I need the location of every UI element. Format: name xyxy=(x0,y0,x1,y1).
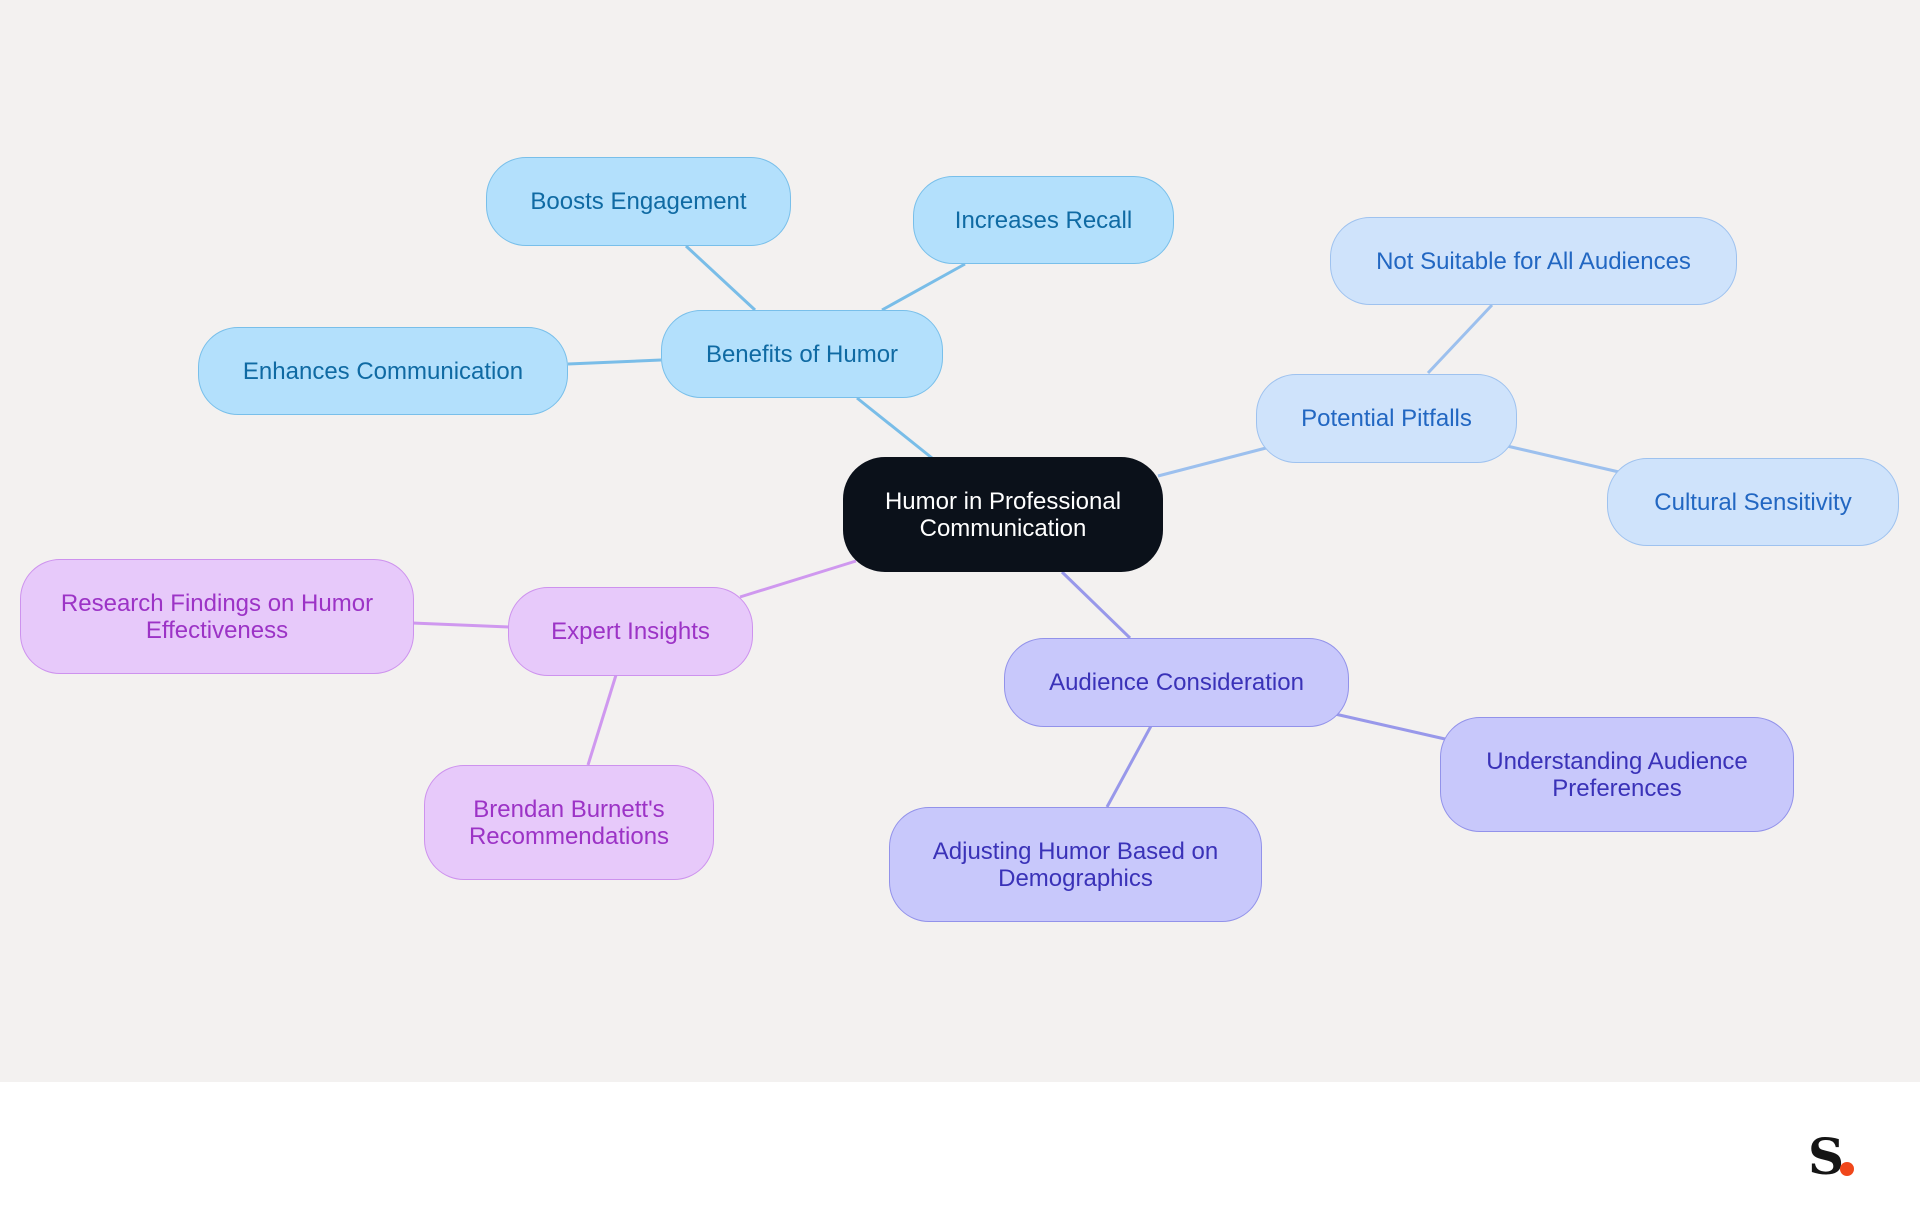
edge-pitfalls-notsuitable xyxy=(1426,303,1494,375)
branch-label: Audience Consideration xyxy=(1049,669,1304,696)
root-node-label: Humor in Professional Communication xyxy=(884,487,1122,542)
mindmap-edges xyxy=(411,244,1620,808)
leaf-node-boosts-engagement[interactable]: Boosts Engagement xyxy=(486,157,791,246)
edge-expert-research xyxy=(411,621,510,629)
branch-label: Potential Pitfalls xyxy=(1301,405,1472,432)
leaf-node-demographics[interactable]: Adjusting Humor Based on Demographics xyxy=(889,807,1262,922)
mindmap-canvas: Humor in Professional Communication Bene… xyxy=(0,0,1920,1082)
leaf-label: Research Findings on Humor Effectiveness xyxy=(60,589,374,644)
edge-root-benefits xyxy=(856,396,933,460)
edge-audience-demographics xyxy=(1105,725,1153,808)
leaf-label: Cultural Sensitivity xyxy=(1654,488,1852,516)
edge-benefits-recall xyxy=(881,262,966,312)
root-node[interactable]: Humor in Professional Communication xyxy=(843,457,1163,572)
logo-letter: S xyxy=(1808,1127,1845,1186)
logo-dot xyxy=(1840,1162,1854,1176)
leaf-node-enhances-communication[interactable]: Enhances Communication xyxy=(198,327,568,415)
leaf-node-research-findings[interactable]: Research Findings on Humor Effectiveness xyxy=(20,559,414,674)
leaf-label: Understanding Audience Preferences xyxy=(1486,747,1748,802)
edge-expert-burnett xyxy=(586,674,618,766)
leaf-label: Enhances Communication xyxy=(242,357,524,385)
leaf-node-burnett-recommendations[interactable]: Brendan Burnett's Recommendations xyxy=(424,765,714,880)
leaf-node-cultural-sensitivity[interactable]: Cultural Sensitivity xyxy=(1607,458,1899,546)
edge-root-audience xyxy=(1060,570,1132,640)
branch-label: Benefits of Humor xyxy=(705,340,899,368)
edge-benefits-boosts xyxy=(684,244,757,312)
leaf-label: Brendan Burnett's Recommendations xyxy=(468,795,670,850)
edge-root-expert xyxy=(739,559,857,599)
leaf-label: Not Suitable for All Audiences xyxy=(1376,247,1691,275)
branch-node-benefits[interactable]: Benefits of Humor xyxy=(661,310,943,398)
leaf-node-audience-preferences[interactable]: Understanding Audience Preferences xyxy=(1440,717,1794,832)
leaf-node-increases-recall[interactable]: Increases Recall xyxy=(913,176,1174,264)
branch-label: Expert Insights xyxy=(551,618,710,645)
branch-node-pitfalls[interactable]: Potential Pitfalls xyxy=(1256,374,1517,463)
edge-audience-preferences xyxy=(1334,712,1446,741)
leaf-label: Adjusting Humor Based on Demographics xyxy=(932,837,1219,892)
brand-logo: S xyxy=(1808,1132,1868,1182)
edge-root-pitfalls xyxy=(1157,446,1267,478)
edge-pitfalls-cultural xyxy=(1506,444,1620,474)
leaf-node-not-suitable[interactable]: Not Suitable for All Audiences xyxy=(1330,217,1737,305)
branch-node-audience[interactable]: Audience Consideration xyxy=(1004,638,1349,727)
branch-node-expert[interactable]: Expert Insights xyxy=(508,587,753,676)
leaf-label: Increases Recall xyxy=(954,206,1133,234)
leaf-label: Boosts Engagement xyxy=(530,188,747,215)
edge-benefits-enhances xyxy=(567,358,662,366)
